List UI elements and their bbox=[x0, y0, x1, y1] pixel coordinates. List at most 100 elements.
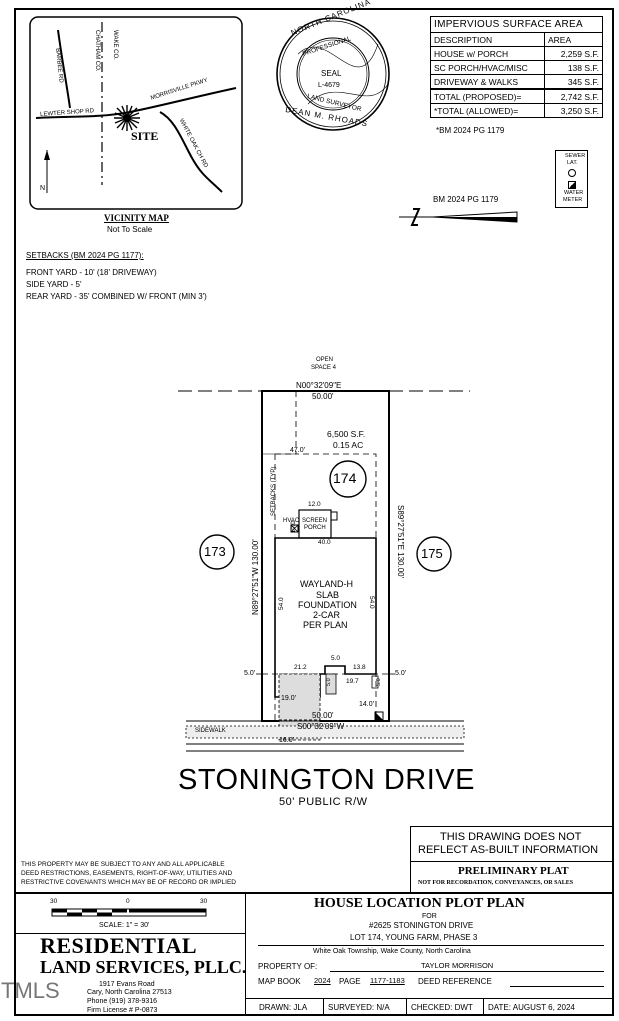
dimension-label: 16.0' bbox=[279, 737, 294, 744]
company-block bbox=[14, 893, 246, 1015]
dimension-label: 19.0' bbox=[281, 695, 296, 702]
adjacent-lot-left: 173 bbox=[204, 544, 226, 559]
setbacks-title: SETBACKS (BM 2024 PG 1177): bbox=[26, 251, 144, 260]
legend-lat: LAT. bbox=[567, 160, 578, 166]
dimension-label: 5.0 bbox=[331, 655, 341, 662]
total-proposed-row: TOTAL (PROPOSED)= 2,742 S.F. bbox=[431, 89, 602, 104]
legend-box bbox=[555, 150, 588, 208]
porch-width: 12.0 bbox=[308, 501, 321, 508]
setbacks-typ: SETBACKS (TYP) bbox=[271, 466, 277, 516]
map-book: 2024 bbox=[314, 976, 331, 985]
property-of: TAYLOR MORRISON bbox=[421, 961, 494, 970]
dimension-label: 14.0' bbox=[359, 701, 374, 708]
surveyor-seal bbox=[268, 14, 398, 134]
sidewalk-label: SIDEWALK bbox=[195, 728, 226, 734]
drawn-by: DRAWN: JLA bbox=[259, 1003, 308, 1012]
left-bearing: N89°27'51"W 130.00' bbox=[251, 539, 260, 615]
dimension-label: 5.0 bbox=[376, 678, 382, 686]
house-label: 2-CAR bbox=[313, 610, 341, 620]
side-yard-left: 5.0' bbox=[244, 670, 256, 677]
legend-water: WATER bbox=[564, 190, 584, 196]
table-row: HOUSE w/ PORCH 2,259 S.F. bbox=[431, 47, 602, 61]
house-label: FOUNDATION bbox=[298, 600, 357, 610]
scale-bar bbox=[51, 908, 207, 917]
setback-front: FRONT YARD - 10' (18' DRIVEWAY) bbox=[26, 268, 157, 277]
north-reference: BM 2024 PG 1179 bbox=[433, 195, 499, 204]
rear-dimension: 47.0' bbox=[290, 447, 305, 454]
row-description: *TOTAL (ALLOWED)= bbox=[431, 104, 545, 117]
map-book-label: MAP BOOK bbox=[258, 977, 301, 986]
notice-line: THIS DRAWING DOES NOT bbox=[440, 831, 582, 843]
plan-lot: LOT 174, YOUNG FARM, PHASE 3 bbox=[350, 933, 478, 942]
dimension-label: 5.0 bbox=[326, 678, 332, 686]
page-label: PAGE bbox=[339, 977, 361, 986]
restriction-note: DEED RESTRICTIONS, EASEMENTS, RIGHT-OF-W… bbox=[21, 870, 233, 877]
sewer-lateral-icon bbox=[568, 169, 576, 177]
screen-porch-label-2: PORCH bbox=[304, 525, 326, 531]
company-name-2: LAND SERVICES, PLLC. bbox=[40, 957, 247, 977]
column-header: AREA bbox=[548, 35, 572, 45]
deed-reference: DEED REFERENCE bbox=[418, 977, 492, 986]
lot-area-ac: 0.15 AC bbox=[333, 440, 364, 450]
bottom-distance: 50.00' bbox=[312, 711, 334, 720]
signature-row bbox=[246, 998, 614, 1016]
seal-word: SEAL bbox=[321, 69, 342, 78]
table-row: DRIVEWAY & WALKS 345 S.F. bbox=[431, 75, 602, 89]
street-row: 50' PUBLIC R/W bbox=[279, 796, 368, 808]
divider bbox=[406, 998, 407, 1016]
as-built-notice bbox=[410, 826, 614, 894]
company-address: Cary, North Carolina 27513 bbox=[87, 989, 172, 996]
row-area: 345 S.F. bbox=[567, 77, 599, 87]
plot-drawing bbox=[178, 390, 470, 752]
watermark: TMLS bbox=[1, 978, 60, 1003]
right-bearing: S89°27'51"E 130.00' bbox=[396, 505, 405, 579]
house-depth-right: 54.0 bbox=[368, 596, 375, 609]
title-block bbox=[14, 892, 614, 1016]
dimension-label: 13.8 bbox=[353, 664, 366, 671]
side-yard-right: 5.0' bbox=[395, 670, 407, 677]
water-meter-icon bbox=[568, 181, 576, 189]
column-header: DESCRIPTION bbox=[431, 33, 545, 46]
row-area: 138 S.F. bbox=[567, 63, 599, 73]
plan-date: DATE: AUGUST 6, 2024 bbox=[488, 1003, 575, 1012]
preliminary-note: NOT FOR RECORDATION, CONVEYANCES, OR SAL… bbox=[418, 880, 574, 886]
north-arrow-icon bbox=[399, 208, 518, 226]
bottom-bearing: S00°32'09"W bbox=[297, 722, 345, 731]
street-name: STONINGTON DRIVE bbox=[178, 764, 475, 796]
table-row: SC PORCH/HVAC/MISC 138 S.F. bbox=[431, 61, 602, 75]
setback-side: SIDE YARD - 5' bbox=[26, 280, 82, 289]
site-star-icon bbox=[112, 103, 142, 133]
open-space-label-2: SPACE 4 bbox=[311, 365, 336, 371]
scale-tick: 30 bbox=[200, 898, 208, 905]
plan-township: White Oak Township, Wake County, North C… bbox=[313, 948, 471, 955]
page-number: 1177-1183 bbox=[370, 976, 405, 985]
lot-number: 174 bbox=[333, 470, 357, 486]
total-allowed-row: *TOTAL (ALLOWED)= 3,250 S.F. bbox=[431, 104, 602, 117]
property-of-label: PROPERTY OF: bbox=[258, 962, 318, 971]
divider bbox=[510, 986, 604, 987]
house-label: PER PLAN bbox=[303, 620, 348, 630]
vicinity-title: VICINITY MAP bbox=[104, 213, 169, 223]
house-label: SLAB bbox=[316, 590, 340, 600]
row-description: TOTAL (PROPOSED)= bbox=[431, 90, 545, 103]
row-description: DRIVEWAY & WALKS bbox=[431, 75, 545, 88]
plan-for: FOR bbox=[422, 913, 437, 920]
scale-label: SCALE: 1" = 30' bbox=[99, 922, 150, 929]
divider bbox=[14, 933, 246, 934]
adjacent-lot-right: 175 bbox=[421, 546, 443, 561]
divider bbox=[323, 998, 324, 1016]
impervious-title: IMPERVIOUS SURFACE AREA bbox=[431, 17, 602, 33]
top-bearing: N00°32'09"E bbox=[296, 381, 342, 390]
dimension-label: 21.2 bbox=[294, 664, 307, 671]
impervious-note: *BM 2024 PG 1179 bbox=[436, 126, 505, 135]
row-area: 3,250 S.F. bbox=[560, 106, 599, 116]
divider bbox=[258, 945, 604, 946]
row-description: HOUSE w/ PORCH bbox=[431, 47, 545, 60]
restriction-note: RESTRICTIVE COVENANTS WHICH MAY BE OF RE… bbox=[21, 879, 237, 886]
legend-sewer: SEWER bbox=[565, 153, 586, 159]
house-label: WAYLAND-H bbox=[300, 579, 354, 589]
setbacks-notes: SETBACKS (BM 2024 PG 1177): FRONT YARD -… bbox=[26, 251, 207, 304]
plan-title: HOUSE LOCATION PLOT PLAN bbox=[314, 896, 525, 911]
scale-tick: 30 bbox=[50, 898, 58, 905]
restriction-note: THIS PROPERTY MAY BE SUBJECT TO ANY AND … bbox=[21, 861, 225, 868]
